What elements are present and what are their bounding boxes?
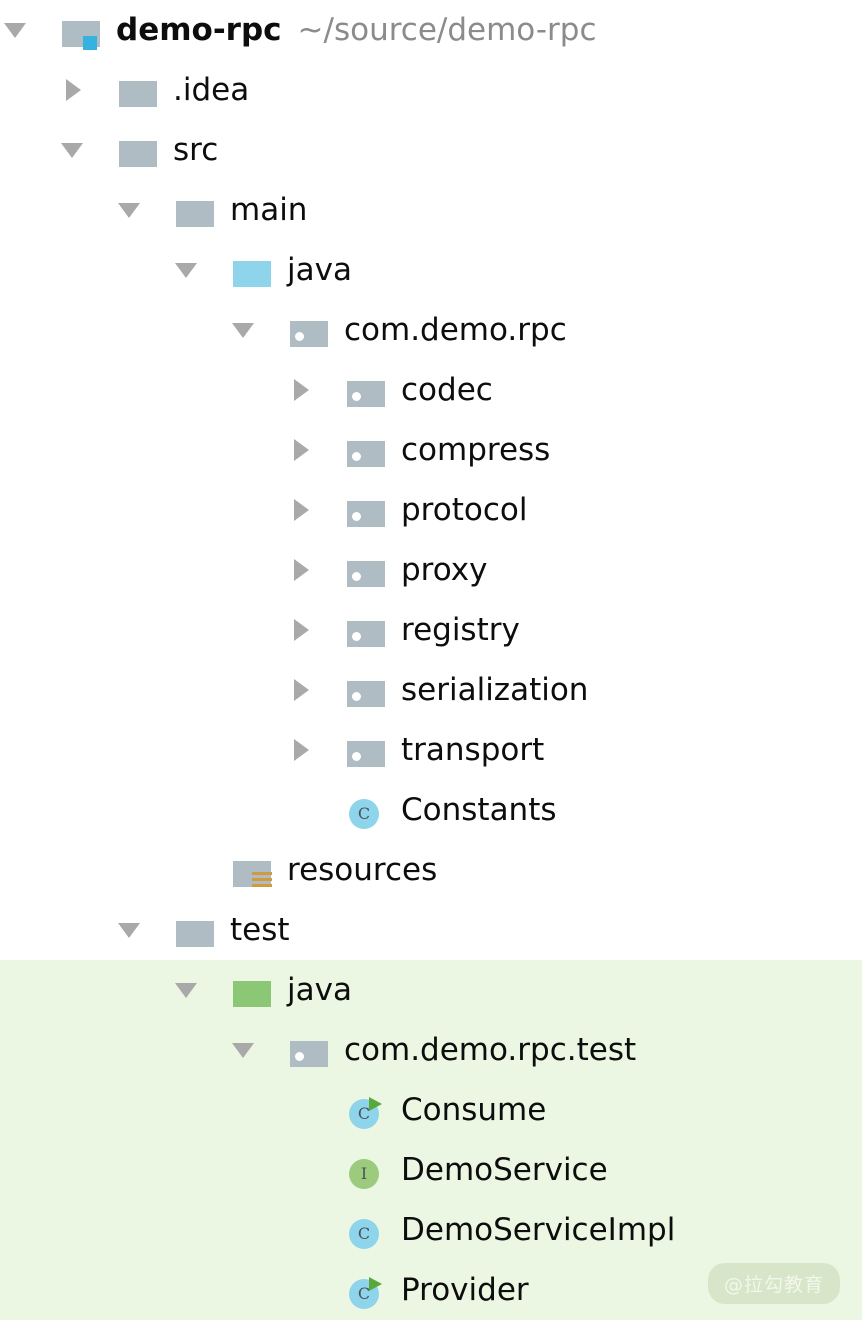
tree-row-label: Provider [401, 1272, 529, 1308]
tree-row[interactable]: java [0, 960, 862, 1020]
class-icon: C [345, 780, 391, 840]
runnable-class-icon: C [345, 1080, 391, 1140]
folder-icon [117, 120, 163, 180]
folder-icon [117, 60, 163, 120]
tree-row[interactable]: com.demo.rpc.test [0, 1020, 862, 1080]
chevron-right-icon[interactable] [287, 720, 317, 780]
module-folder-icon [60, 0, 106, 60]
tree-row[interactable]: C Consume [0, 1080, 862, 1140]
package-folder-icon [345, 420, 391, 480]
tree-row[interactable]: C DemoServiceImpl [0, 1200, 862, 1260]
chevron-right-icon[interactable] [287, 420, 317, 480]
tree-row-path: ~/source/demo-rpc [297, 12, 597, 48]
class-icon: C [345, 1200, 391, 1260]
tree-row[interactable]: resources [0, 840, 862, 900]
chevron-right-icon[interactable] [287, 360, 317, 420]
chevron-right-icon[interactable] [287, 660, 317, 720]
tree-row-label: Constants [401, 792, 557, 828]
chevron-right-icon[interactable] [59, 60, 89, 120]
tree-row[interactable]: com.demo.rpc [0, 300, 862, 360]
tree-row-label: DemoService [401, 1152, 608, 1188]
tree-row-label: compress [401, 432, 551, 468]
chevron-down-icon[interactable] [230, 1020, 260, 1080]
package-folder-icon [345, 360, 391, 420]
tree-row-label: proxy [401, 552, 488, 588]
tree-row-label: protocol [401, 492, 528, 528]
tree-row-label: java [287, 252, 352, 288]
chevron-down-icon[interactable] [230, 300, 260, 360]
chevron-right-icon[interactable] [287, 480, 317, 540]
tree-row[interactable]: .idea [0, 60, 862, 120]
chevron-down-icon[interactable] [59, 120, 89, 180]
chevron-down-icon[interactable] [2, 0, 32, 60]
folder-icon [174, 180, 220, 240]
tree-row-label: src [173, 132, 219, 168]
tree-row[interactable]: java [0, 240, 862, 300]
package-folder-icon [345, 660, 391, 720]
tree-row-label: test [230, 912, 290, 948]
tree-row[interactable]: main [0, 180, 862, 240]
tree-row[interactable]: test [0, 900, 862, 960]
chevron-down-icon[interactable] [173, 960, 203, 1020]
tree-row[interactable]: protocol [0, 480, 862, 540]
tree-row[interactable]: serialization [0, 660, 862, 720]
test-source-root-folder-icon [231, 960, 277, 1020]
tree-row-label: Consume [401, 1092, 547, 1128]
tree-row-label: resources [287, 852, 438, 888]
package-folder-icon [345, 540, 391, 600]
chevron-right-icon[interactable] [287, 540, 317, 600]
tree-row[interactable]: codec [0, 360, 862, 420]
tree-row-label: com.demo.rpc [344, 312, 567, 348]
tree-row-label: main [230, 192, 308, 228]
tree-row[interactable]: registry [0, 600, 862, 660]
package-folder-icon [288, 1020, 334, 1080]
package-folder-icon [345, 600, 391, 660]
tree-row[interactable]: demo-rpc~/source/demo-rpc [0, 0, 862, 60]
tree-row[interactable]: C Constants [0, 780, 862, 840]
package-folder-icon [345, 480, 391, 540]
tree-row-label: java [287, 972, 352, 1008]
chevron-right-icon[interactable] [287, 600, 317, 660]
tree-row[interactable]: proxy [0, 540, 862, 600]
package-folder-icon [288, 300, 334, 360]
package-folder-icon [345, 720, 391, 780]
tree-row[interactable]: compress [0, 420, 862, 480]
tree-row-label: demo-rpc~/source/demo-rpc [116, 12, 597, 48]
chevron-down-icon[interactable] [173, 240, 203, 300]
tree-row[interactable]: I DemoService [0, 1140, 862, 1200]
tree-row-label: registry [401, 612, 520, 648]
resources-folder-icon [231, 840, 277, 900]
runnable-class-icon: C [345, 1260, 391, 1320]
tree-row-label: codec [401, 372, 493, 408]
interface-icon: I [345, 1140, 391, 1200]
tree-row[interactable]: transport [0, 720, 862, 780]
tree-row-label: com.demo.rpc.test [344, 1032, 637, 1068]
chevron-down-icon[interactable] [116, 180, 146, 240]
source-root-folder-icon [231, 240, 277, 300]
tree-row-label: serialization [401, 672, 589, 708]
chevron-down-icon[interactable] [116, 900, 146, 960]
tree-row-label: transport [401, 732, 545, 768]
tree-row-label: .idea [173, 72, 250, 108]
tree-row-label: DemoServiceImpl [401, 1212, 676, 1248]
folder-icon [174, 900, 220, 960]
watermark-badge: @拉勾教育 [707, 1263, 840, 1304]
tree-row[interactable]: src [0, 120, 862, 180]
